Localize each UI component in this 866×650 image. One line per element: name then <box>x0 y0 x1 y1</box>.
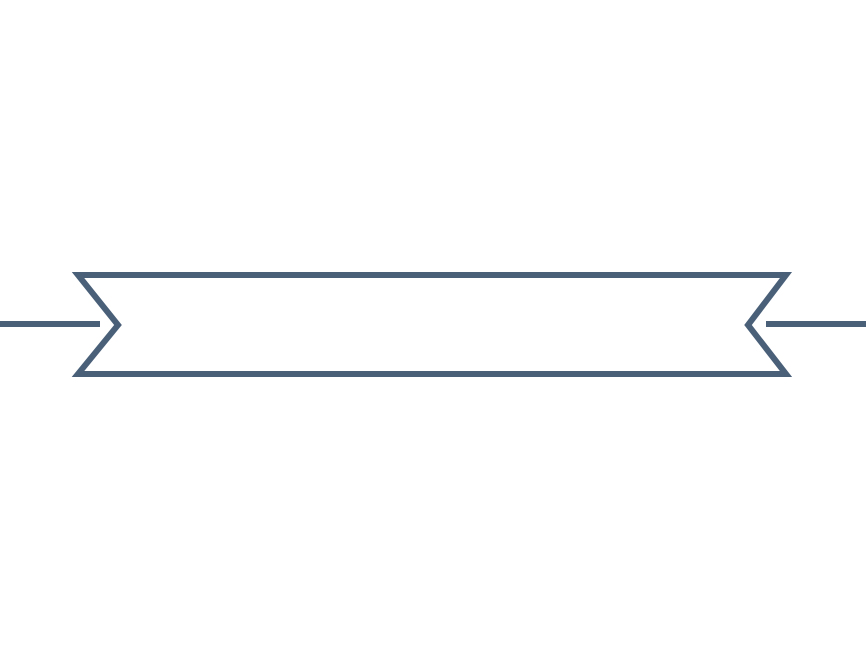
ribbon-banner-shape <box>71 272 793 377</box>
